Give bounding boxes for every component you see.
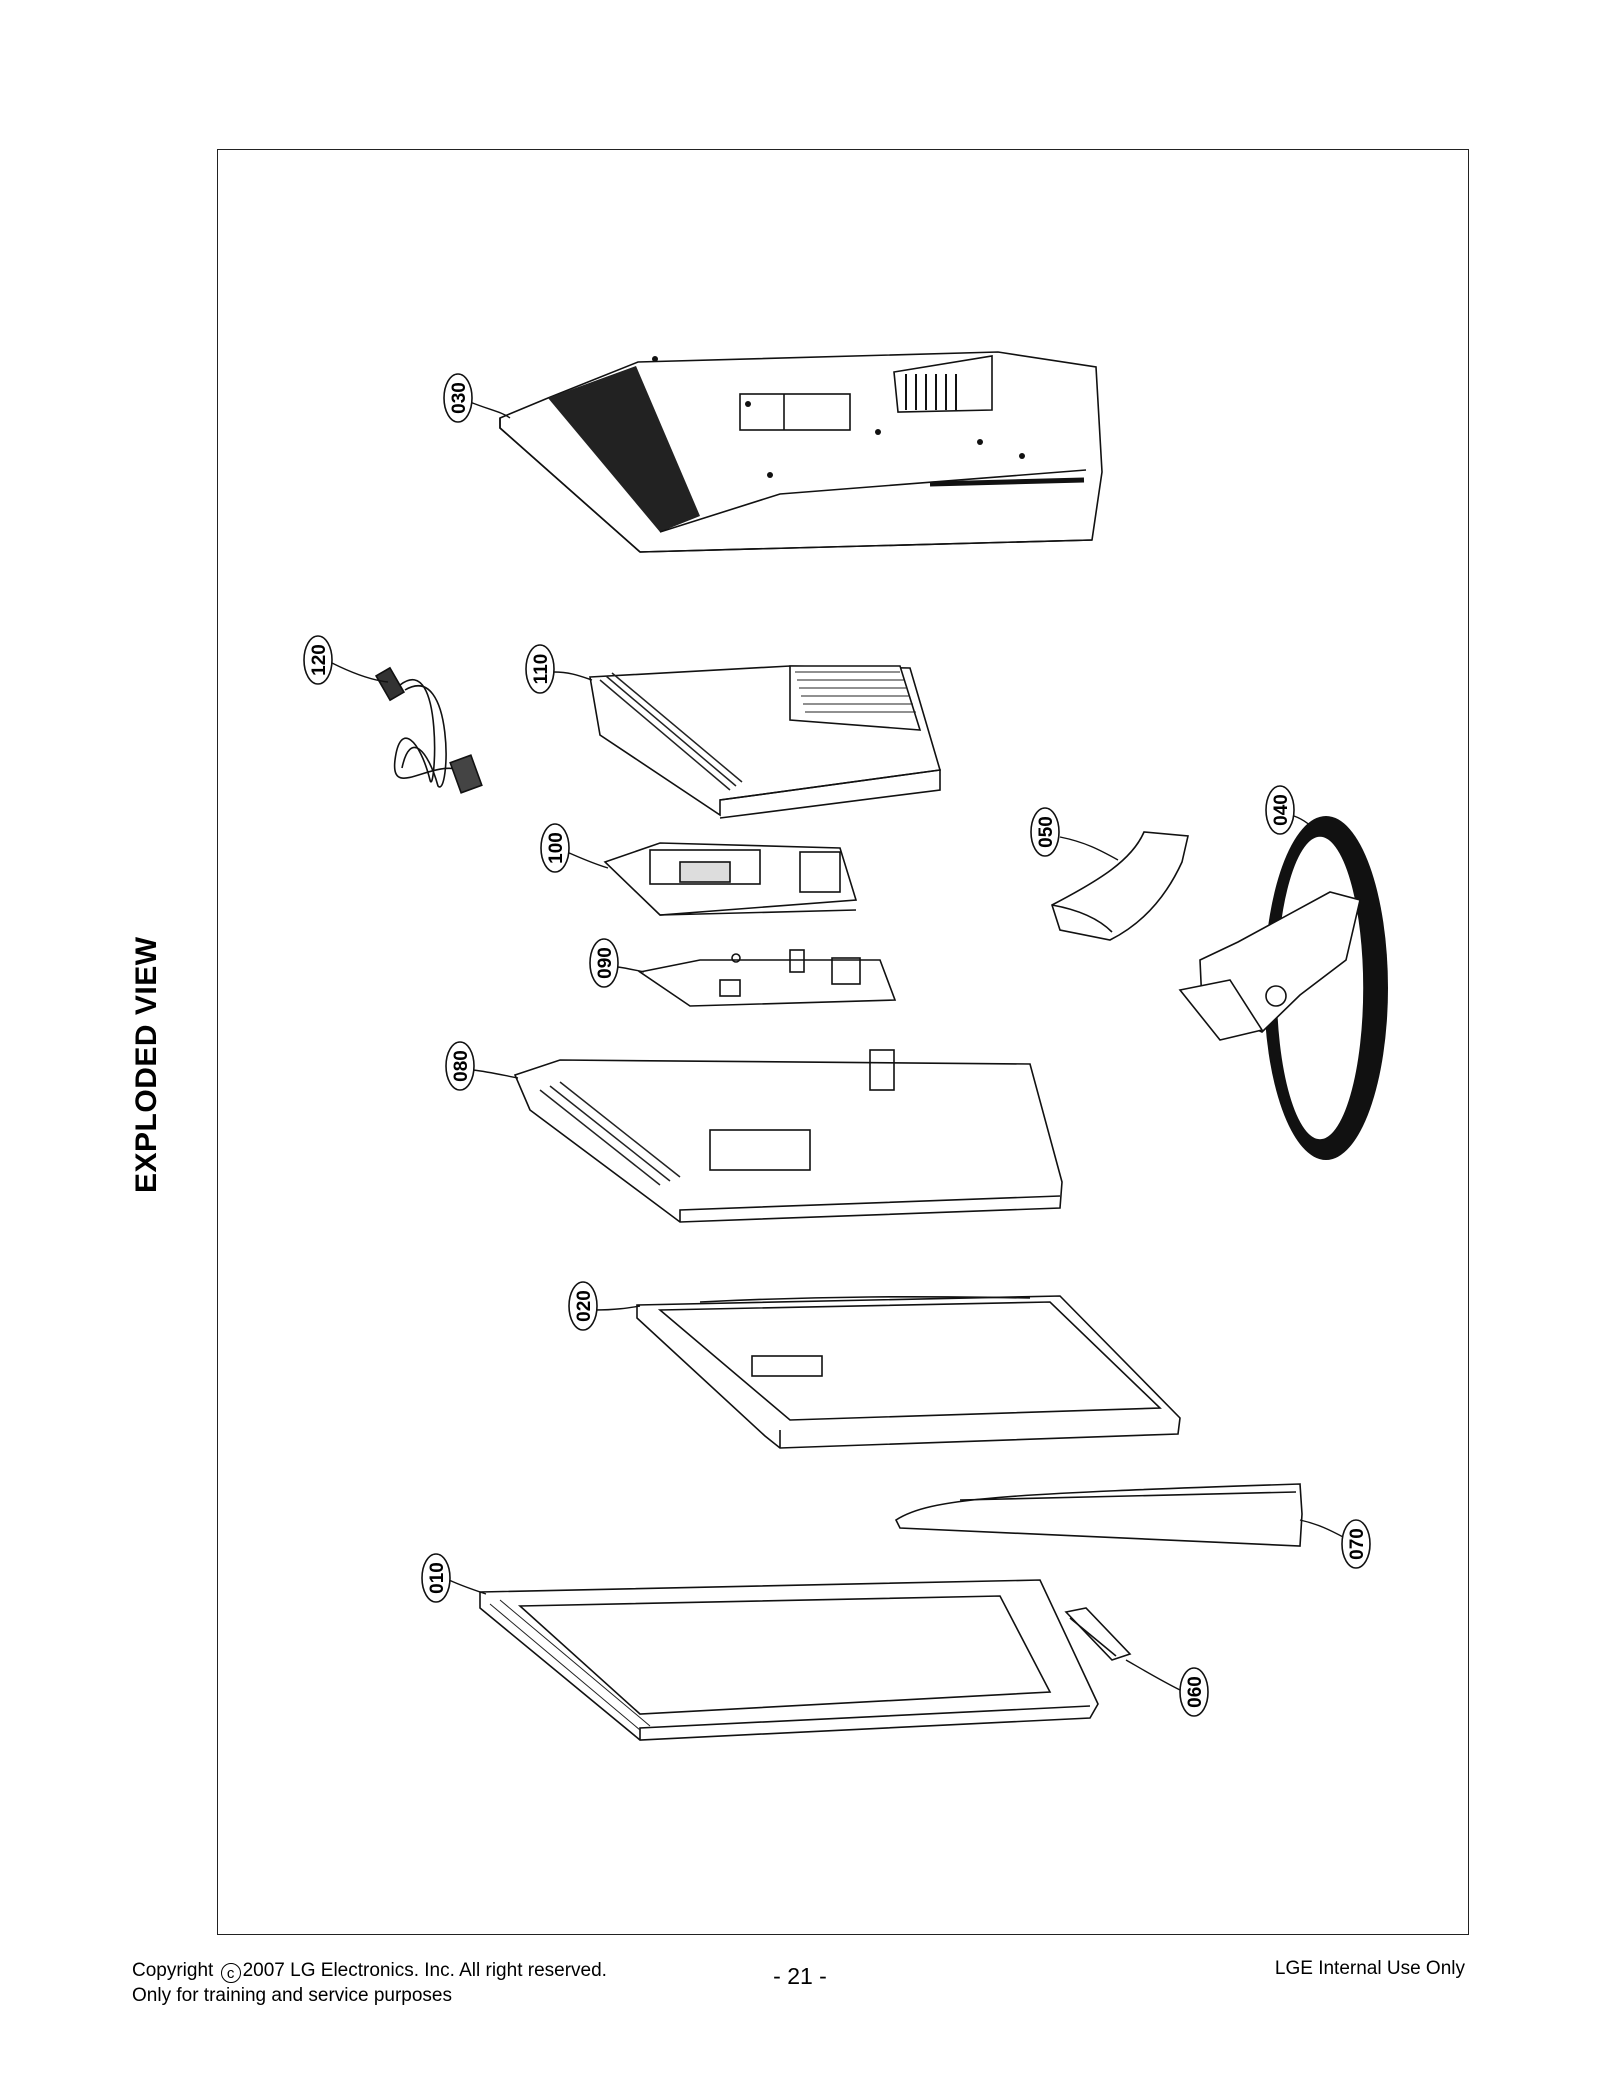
callout-030: 030 [443, 373, 473, 423]
part-front-cabinet [479, 1579, 1099, 1741]
part-shield-cover [589, 665, 942, 819]
callout-110: 110 [525, 644, 555, 694]
svg-text:120: 120 [309, 644, 330, 676]
drawing-frame [217, 149, 1469, 1935]
internal-use-note: LGE Internal Use Only [1274, 1958, 1465, 1979]
svg-text:110: 110 [531, 654, 552, 685]
svg-text:080: 080 [451, 1050, 472, 1082]
callout-040: 040 [1265, 785, 1295, 835]
callout-050: 050 [1030, 807, 1060, 857]
svg-text:050: 050 [1036, 816, 1057, 848]
callout-020: 020 [568, 1281, 598, 1331]
part-control-key [1064, 1607, 1132, 1661]
part-hinge-cover [1051, 831, 1189, 941]
callout-090: 090 [589, 938, 619, 988]
page-number: - 21 - [773, 1963, 827, 1989]
part-main-board [637, 949, 897, 1007]
part-lcd-panel [636, 1295, 1181, 1449]
part-front-trim [894, 1483, 1303, 1547]
svg-text:070: 070 [1347, 1528, 1368, 1560]
copyright-text: 2007 LG Electronics. Inc. All right rese… [242, 1960, 607, 1981]
part-power-board [603, 842, 858, 916]
svg-text:060: 060 [1185, 1676, 1206, 1708]
svg-text:100: 100 [546, 832, 567, 864]
svg-text:020: 020 [574, 1290, 595, 1322]
callout-100: 100 [540, 823, 570, 873]
callout-120: 120 [303, 635, 333, 685]
callout-080: 080 [445, 1041, 475, 1091]
part-chassis-frame [513, 1049, 1063, 1223]
leader-lines [331, 401, 1346, 1691]
copyright-label: Copyright [132, 1960, 214, 1981]
svg-text:040: 040 [1271, 794, 1292, 826]
svg-text:090: 090 [595, 947, 616, 979]
callout-070: 070 [1341, 1519, 1371, 1569]
svg-text:010: 010 [427, 1562, 448, 1594]
part-stand-base [1178, 816, 1388, 1160]
part-back-cover [499, 351, 1103, 553]
callout-060: 060 [1179, 1667, 1209, 1717]
part-power-cord [374, 666, 483, 794]
callout-010: 010 [421, 1553, 451, 1603]
copyright-symbol: c [220, 1963, 241, 1983]
training-note: Only for training and service purposes [132, 1985, 452, 2006]
svg-text:030: 030 [449, 382, 470, 414]
